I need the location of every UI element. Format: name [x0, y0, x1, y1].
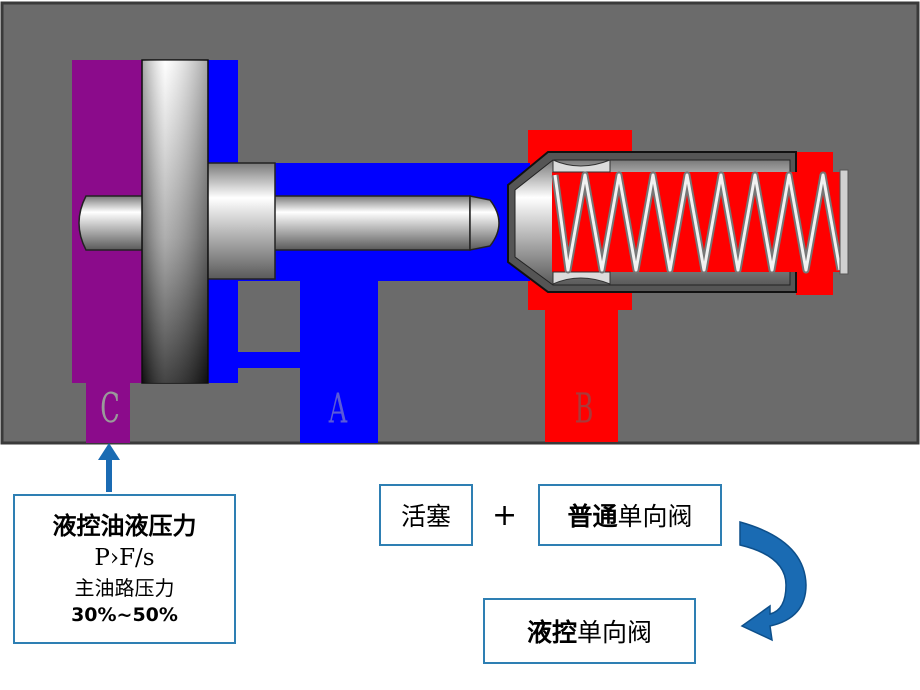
- port-a-label: A: [328, 385, 347, 433]
- curved-transform-arrow: [739, 521, 807, 642]
- pilot-check-valve-label: 单向阀: [577, 618, 653, 647]
- check-valve-label: 单向阀: [617, 502, 693, 531]
- piston-box: 活塞: [379, 484, 473, 546]
- piston-label: 活塞: [400, 502, 451, 531]
- pressure-percent: 30%~50%: [71, 604, 178, 626]
- control-piston: [78, 59, 500, 384]
- pilot-pressure-note: 液控油液压力 P›F/s 主油路压力 30%~50%: [13, 494, 236, 644]
- pressure-formula: P›F/s: [94, 545, 155, 571]
- ordinary-check-valve-box: 普通单向阀: [538, 484, 722, 546]
- ordinary-label: 普通: [567, 502, 618, 531]
- return-spring: [551, 169, 849, 275]
- port-b-label: B: [575, 385, 594, 433]
- pilot-pressure-title: 液控油液压力: [52, 512, 197, 540]
- port-c-label: C: [100, 385, 120, 433]
- pilot-check-valve-box: 液控单向阀: [483, 598, 696, 664]
- pilot-pressure-arrow: [98, 443, 120, 492]
- plus-sign: +: [492, 498, 518, 533]
- main-line-pressure-label: 主油路压力: [74, 576, 175, 600]
- pilot-operated-label: 液控: [526, 618, 577, 647]
